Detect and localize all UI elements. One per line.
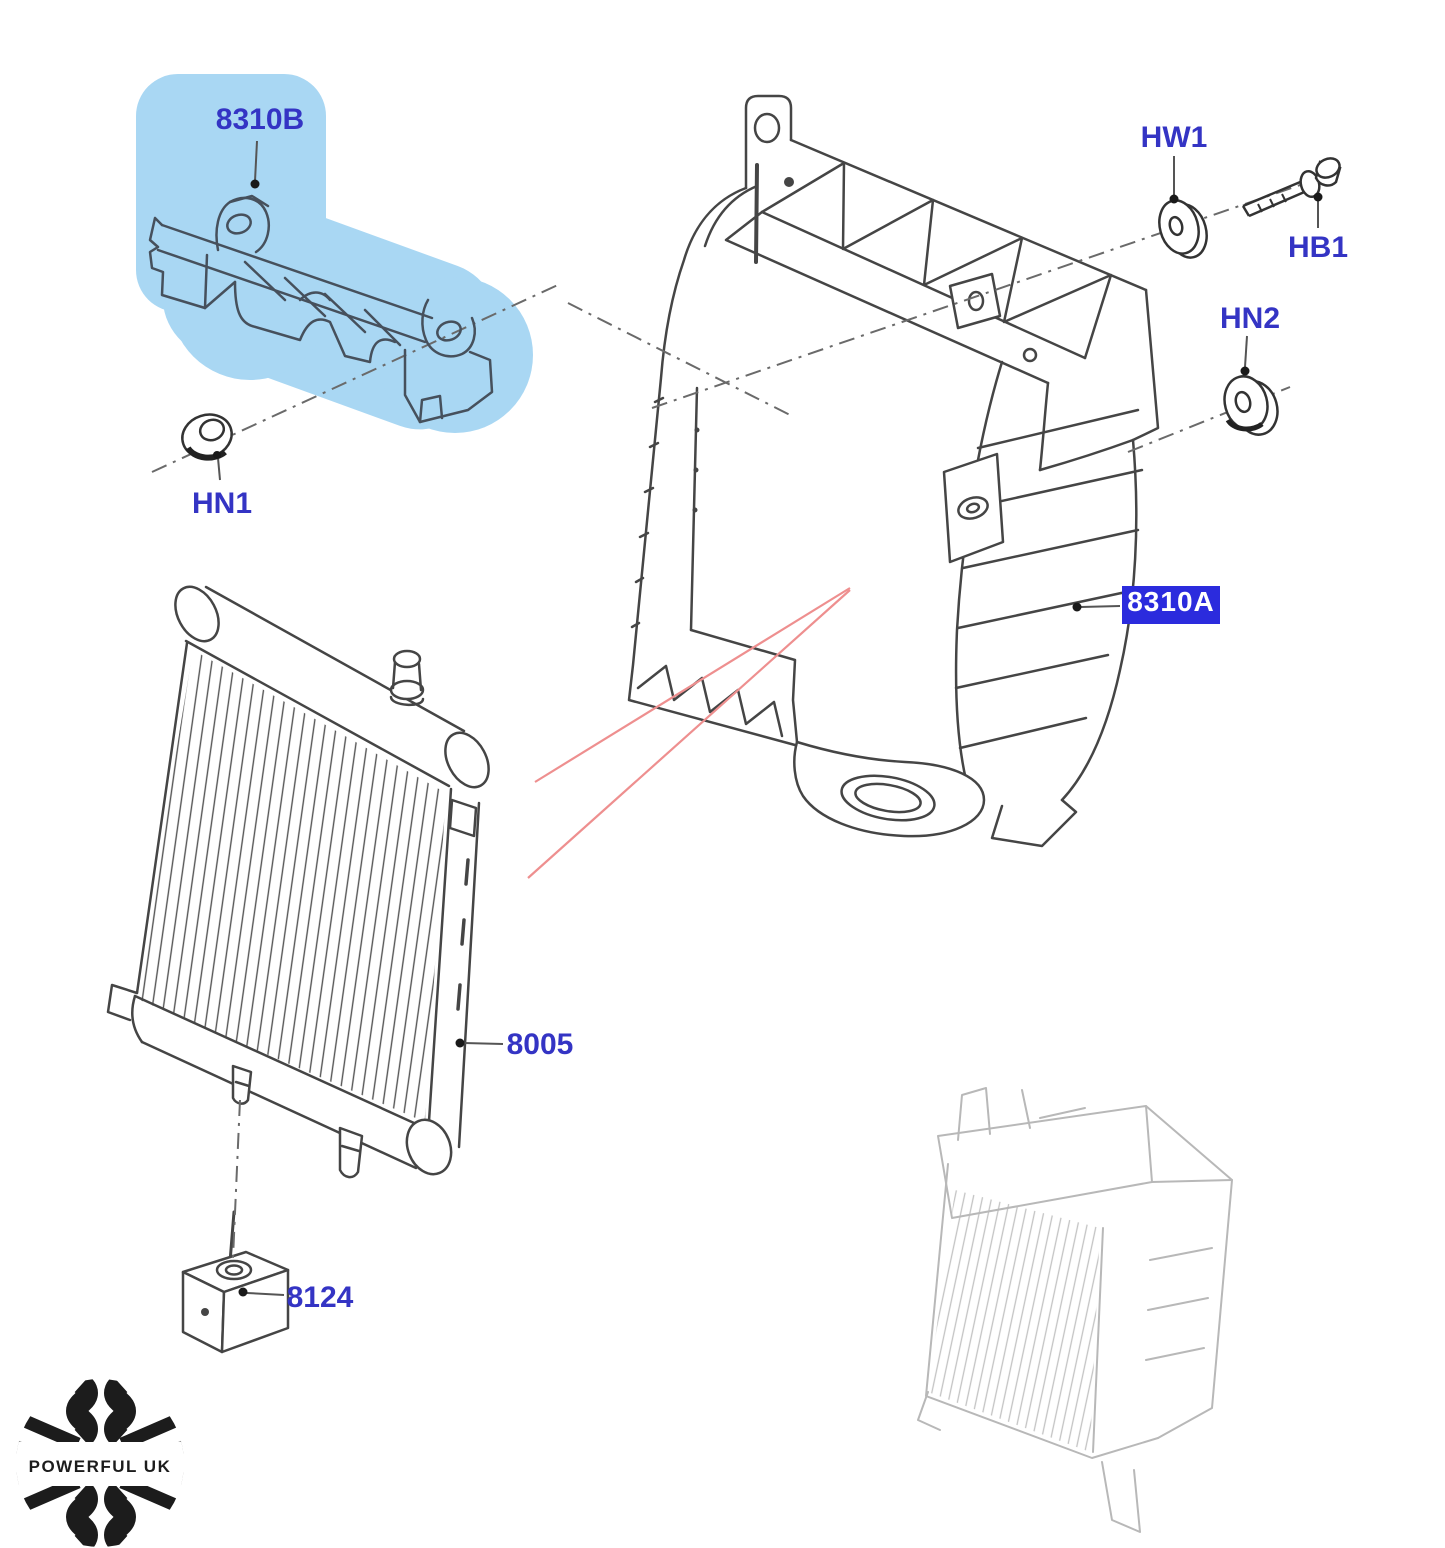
leader-lines	[213, 140, 1323, 1297]
part-label-hw1: HW1	[1140, 121, 1208, 154]
tire-tread-icon	[66, 1379, 136, 1547]
part-label-8310b: 8310B	[215, 103, 305, 136]
part-label-8005: 8005	[506, 1028, 574, 1061]
nut-hn2-drawing	[1223, 375, 1279, 436]
part-label-hn1: HN1	[191, 487, 253, 520]
part-label-8310a-selected: 8310A	[1122, 586, 1220, 624]
bolt-hb1-drawing	[1241, 157, 1342, 218]
washer-hw1-drawing	[1158, 199, 1208, 259]
shroud-drawing	[627, 94, 1160, 848]
part-label-8124: 8124	[286, 1281, 354, 1314]
highlight-region-8310b	[136, 74, 533, 433]
logo-text: POWERFUL UK	[29, 1457, 172, 1476]
mount-drawing	[181, 1210, 290, 1354]
powerful-uk-logo: POWERFUL UK	[16, 1379, 184, 1547]
part-label-hn2: HN2	[1219, 302, 1281, 335]
assembled-unit-drawing	[917, 1087, 1233, 1533]
bracket-drawing	[148, 194, 494, 424]
pointer-lines-red	[527, 587, 851, 879]
part-label-hb1: HB1	[1287, 231, 1349, 264]
radiator-drawing	[106, 585, 490, 1179]
